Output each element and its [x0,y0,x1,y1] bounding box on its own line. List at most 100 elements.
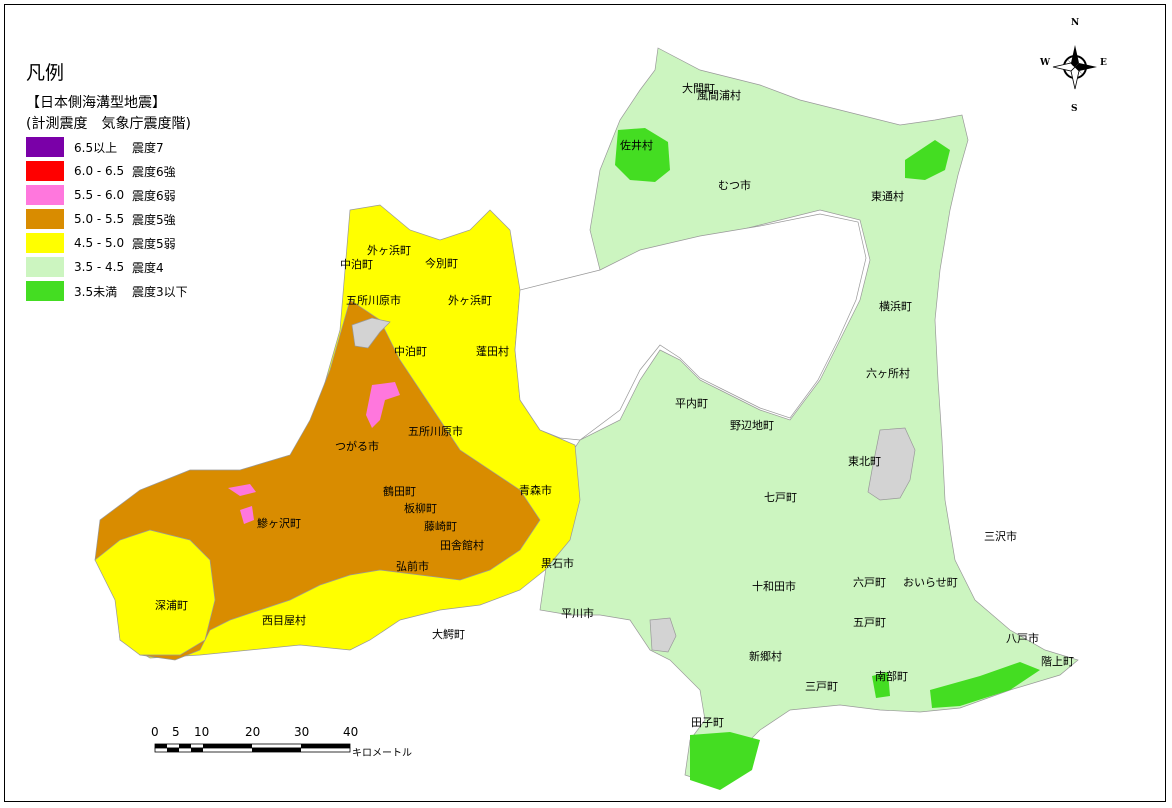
mutsu-bay [514,213,867,441]
place-label: 平川市 [561,607,594,620]
map-frame [4,4,1166,802]
place-label: 蓬田村 [476,345,509,358]
legend-swatch [26,209,64,229]
legend-swatch [26,161,64,181]
region-pink-2 [228,484,256,496]
place-label: 平内町 [675,397,708,410]
compass-west-label: W [1040,58,1051,68]
region-pink-3 [240,506,254,524]
scale-tick-label: 30 [294,725,310,739]
compass-north-label: N [1071,18,1080,28]
legend-swatch [26,185,64,205]
place-label: 藤崎町 [424,520,457,533]
region-green-sai [615,128,670,182]
region-pink [366,382,400,428]
place-label: 外ヶ浜町 [367,244,411,257]
lake-jusanko [351,317,391,349]
legend-item: 3.5 - 4.5 震度4 [26,257,164,277]
legend-range: 3.5 - 4.5 [74,260,125,274]
place-label: 階上町 [1041,655,1074,668]
lake-ogawara [867,427,916,501]
legend-range: 5.5 - 6.0 [74,188,125,202]
legend-range: 3.5未満 [74,284,118,299]
place-label: 南部町 [875,670,908,683]
place-label: 野辺地町 [730,419,774,432]
scale-tick-label: 20 [245,725,261,739]
region-yellow-west [94,529,216,656]
place-label: 五戸町 [853,616,886,629]
place-label: 八戸市 [1006,632,1039,645]
region-yellow-center [420,320,520,430]
place-label: 五所川原市 [408,425,463,438]
region-green-nanbu [872,672,890,698]
legend-item: 6.5以上震度7 [26,137,164,157]
legend-intensity: 震度5弱 [132,236,176,251]
place-label: 五所川原市 [346,294,401,307]
legend-intensity: 震度3以下 [132,284,188,299]
place-label: 中泊町 [394,345,427,358]
scale-tick-label: 10 [194,725,210,739]
place-label: 田子町 [691,716,724,729]
region-green-hashikami [930,662,1040,708]
scale-bar [154,743,351,753]
place-label: つがる市 [335,440,379,453]
legend-intensity: 震度5強 [132,212,176,227]
place-label: 今別町 [425,257,458,270]
place-label: 六ヶ所村 [866,367,910,380]
place-label: むつ市 [718,179,751,192]
legend-item: 4.5 - 5.0 震度5弱 [26,233,176,253]
place-label: 深浦町 [155,599,188,612]
place-label: 風間浦村 [697,89,741,102]
scale-tick-label: 5 [172,725,180,739]
region-green-takko [690,732,760,790]
legend-intensity: 震度6弱 [132,188,176,203]
legend-range: 6.5以上 [74,140,118,155]
place-label: 鰺ヶ沢町 [257,517,301,530]
place-label: 東通村 [871,190,904,203]
lake-towada [649,617,677,653]
legend-intensity: 震度4 [132,260,164,275]
scale-tick-label: 0 [151,725,159,739]
legend-range: 5.0 - 5.5 [74,212,125,226]
place-label: 横浜町 [879,300,912,313]
legend-item: 3.5未満震度3以下 [26,281,188,301]
legend-swatch [26,281,64,301]
place-label: 田舎館村 [440,539,484,552]
place-label: 板柳町 [404,502,437,515]
place-label: 七戸町 [764,491,797,504]
legend-swatch [26,233,64,253]
legend-item: 5.5 - 6.0 震度6弱 [26,185,176,205]
place-label: 大鰐町 [432,628,465,641]
compass-east-label: E [1100,58,1107,68]
place-label: 中泊町 [340,258,373,271]
legend-subtitle: (計測震度 気象庁震度階) [26,116,191,132]
region-green-higashidori [905,140,950,180]
place-label: 西目屋村 [262,614,306,627]
place-label: 六戸町 [853,576,886,589]
place-label: 外ヶ浜町 [448,294,492,307]
legend-range: 6.0 - 6.5 [74,164,125,178]
legend-swatch [26,257,64,277]
legend-item: 5.0 - 5.5 震度5強 [26,209,176,229]
region-shimokita [539,47,1079,781]
compass-rose-icon [1052,45,1097,90]
place-label: 大間町 [682,82,715,95]
place-label: 新郷村 [749,650,782,663]
legend-event: 【日本側海溝型地震】 [26,95,166,111]
place-label: 東北町 [848,455,881,468]
place-label: 鶴田町 [383,485,416,498]
place-label: 佐井村 [620,139,653,152]
legend-intensity: 震度7 [132,140,164,155]
scale-tick-label: 40 [343,725,359,739]
place-label: 黒石市 [541,557,574,570]
place-label: 青森市 [519,484,552,497]
place-label: おいらせ町 [903,576,958,589]
legend-title: 凡例 [26,62,65,84]
scale-unit-label: キロメートル [352,748,412,759]
place-label: 三戸町 [805,680,838,693]
legend-range: 4.5 - 5.0 [74,236,125,250]
place-label: 三沢市 [984,530,1017,543]
compass-south-label: S [1071,104,1078,114]
